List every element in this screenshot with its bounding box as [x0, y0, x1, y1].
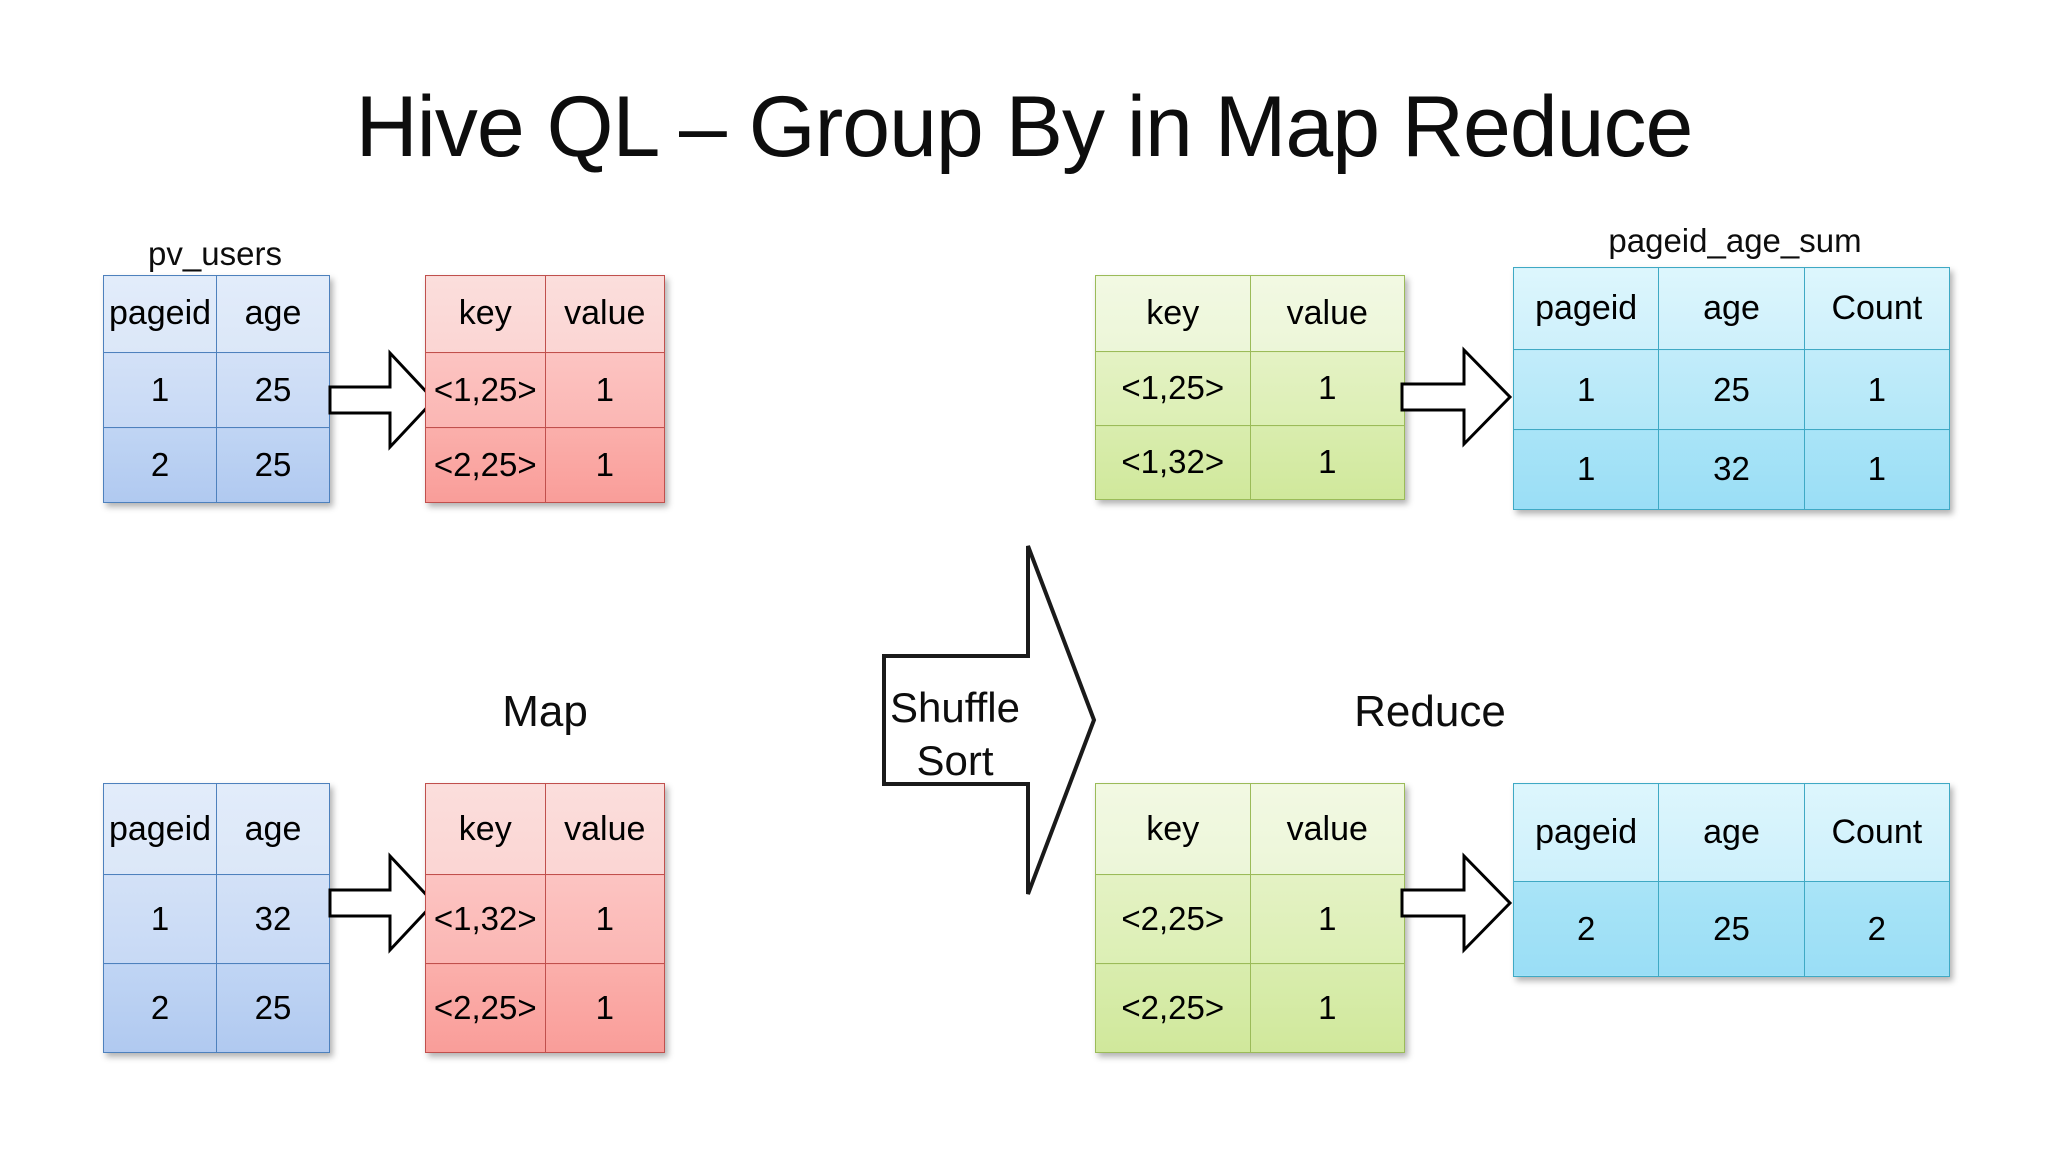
input-bottom-cell-r1c1: 25 [216, 963, 330, 1053]
stage-label-reduce: Reduce [1354, 687, 1506, 736]
table-row: <2,25> 1 [425, 963, 665, 1053]
reduce-bottom-cell-r0c2: 2 [1803, 880, 1951, 978]
shuffle-label-line2: Sort [916, 736, 994, 784]
table-row: pageid age Count [1512, 783, 1951, 882]
stage-label-map: Map [502, 687, 588, 736]
map-top-cell-r0c0: <1,25> [425, 352, 546, 429]
reduce-top-cell-r1c1: 32 [1658, 429, 1805, 510]
map-top-cell-r1c0: <2,25> [425, 427, 546, 503]
output-table-caption-top: pageid_age_sum [1608, 222, 1862, 259]
shuffle-bottom-cell-r1c1: 1 [1249, 963, 1405, 1053]
shuffle-top-cell-r1c1: 1 [1249, 425, 1405, 500]
shuffle-top-cell-r0c1: 1 [1249, 351, 1405, 427]
table-row: <1,25> 1 [425, 352, 665, 429]
input-table-caption-top: pv_users [148, 235, 282, 272]
shuffle-output-table-bottom: key value <2,25> 1 <2,25> 1 [1095, 782, 1405, 1053]
map-top-cell-r1c1: 1 [544, 427, 665, 503]
input-top-cell-r0c0: 1 [103, 352, 217, 429]
shuffle-bottom-cell-r0c0: <2,25> [1095, 874, 1251, 965]
reduce-bottom-header-count: Count [1803, 783, 1951, 882]
shuffle-bottom-header-value: value [1249, 782, 1405, 876]
reduce-arrow-top-icon [1400, 346, 1513, 448]
table-row: key value [1095, 782, 1405, 876]
reduce-bottom-cell-r0c1: 25 [1658, 880, 1805, 978]
page-title: Hive QL – Group By in Map Reduce [355, 79, 1694, 175]
reduce-top-cell-r0c2: 1 [1803, 349, 1951, 431]
reduce-top-cell-r1c2: 1 [1803, 429, 1951, 510]
shuffle-label-line1: Shuffle [890, 684, 1020, 731]
reduce-top-cell-r0c1: 25 [1658, 349, 1805, 431]
table-row: key value [425, 274, 665, 354]
input-table-top: pageid age 1 25 2 25 [103, 274, 330, 503]
shuffle-bottom-cell-r1c0: <2,25> [1095, 963, 1251, 1053]
map-arrow-bottom-icon [328, 852, 437, 954]
shuffle-top-cell-r1c0: <1,32> [1095, 425, 1251, 500]
map-bottom-cell-r0c0: <1,32> [425, 874, 546, 965]
reduce-output-table-top: pageid age Count 1 25 1 1 32 1 [1512, 266, 1951, 510]
table-row: 2 25 [103, 427, 330, 503]
table-row: <1,25> 1 [1095, 351, 1405, 427]
table-row: pageid age Count [1512, 266, 1951, 351]
table-row: 2 25 [103, 963, 330, 1053]
input-top-cell-r1c0: 2 [103, 427, 217, 503]
map-top-header-key: key [425, 274, 546, 354]
input-bottom-header-pageid: pageid [103, 782, 217, 876]
input-top-header-pageid: pageid [103, 274, 217, 354]
reduce-top-cell-r0c0: 1 [1512, 349, 1660, 431]
input-top-cell-r0c1: 25 [216, 352, 330, 429]
shuffle-top-header-key: key [1095, 274, 1251, 353]
reduce-top-header-age: age [1658, 266, 1805, 351]
reduce-bottom-header-pageid: pageid [1512, 783, 1660, 882]
map-bottom-cell-r0c1: 1 [544, 874, 665, 965]
shuffle-top-header-value: value [1249, 274, 1405, 353]
table-row: 1 32 [103, 874, 330, 965]
input-bottom-header-age: age [216, 782, 330, 876]
map-output-table-bottom: key value <1,32> 1 <2,25> 1 [425, 782, 665, 1053]
reduce-output-table-bottom: pageid age Count 2 25 2 [1512, 783, 1951, 978]
table-row: <1,32> 1 [1095, 425, 1405, 500]
table-row: <2,25> 1 [1095, 874, 1405, 965]
table-row: 1 25 [103, 352, 330, 429]
map-arrow-top-icon [328, 349, 437, 451]
input-bottom-cell-r0c0: 1 [103, 874, 217, 965]
shuffle-sort-label: Shuffle Sort [880, 682, 1030, 787]
input-table-bottom: pageid age 1 32 2 25 [103, 782, 330, 1053]
reduce-top-header-count: Count [1803, 266, 1951, 351]
table-row: <1,32> 1 [425, 874, 665, 965]
map-top-header-value: value [544, 274, 665, 354]
table-row: key value [425, 782, 665, 876]
map-bottom-cell-r1c1: 1 [544, 963, 665, 1053]
table-row: pageid age [103, 782, 330, 876]
input-bottom-cell-r1c0: 2 [103, 963, 217, 1053]
table-row: <2,25> 1 [1095, 963, 1405, 1053]
input-bottom-cell-r0c1: 32 [216, 874, 330, 965]
input-top-header-age: age [216, 274, 330, 354]
shuffle-sort-arrow-icon [882, 545, 1097, 895]
map-bottom-header-key: key [425, 782, 546, 876]
map-top-cell-r0c1: 1 [544, 352, 665, 429]
reduce-top-header-pageid: pageid [1512, 266, 1660, 351]
reduce-arrow-bottom-icon [1400, 852, 1513, 954]
reduce-bottom-header-age: age [1658, 783, 1805, 882]
table-row: pageid age [103, 274, 330, 354]
shuffle-top-cell-r0c0: <1,25> [1095, 351, 1251, 427]
table-row: 1 32 1 [1512, 429, 1951, 510]
input-top-cell-r1c1: 25 [216, 427, 330, 503]
table-row: key value [1095, 274, 1405, 353]
map-bottom-header-value: value [544, 782, 665, 876]
shuffle-bottom-header-key: key [1095, 782, 1251, 876]
shuffle-output-table-top: key value <1,25> 1 <1,32> 1 [1095, 274, 1405, 500]
map-output-table-top: key value <1,25> 1 <2,25> 1 [425, 274, 665, 503]
map-bottom-cell-r1c0: <2,25> [425, 963, 546, 1053]
table-row: 1 25 1 [1512, 349, 1951, 431]
reduce-bottom-cell-r0c0: 2 [1512, 880, 1660, 978]
table-row: 2 25 2 [1512, 880, 1951, 978]
reduce-top-cell-r1c0: 1 [1512, 429, 1660, 510]
shuffle-bottom-cell-r0c1: 1 [1249, 874, 1405, 965]
table-row: <2,25> 1 [425, 427, 665, 503]
